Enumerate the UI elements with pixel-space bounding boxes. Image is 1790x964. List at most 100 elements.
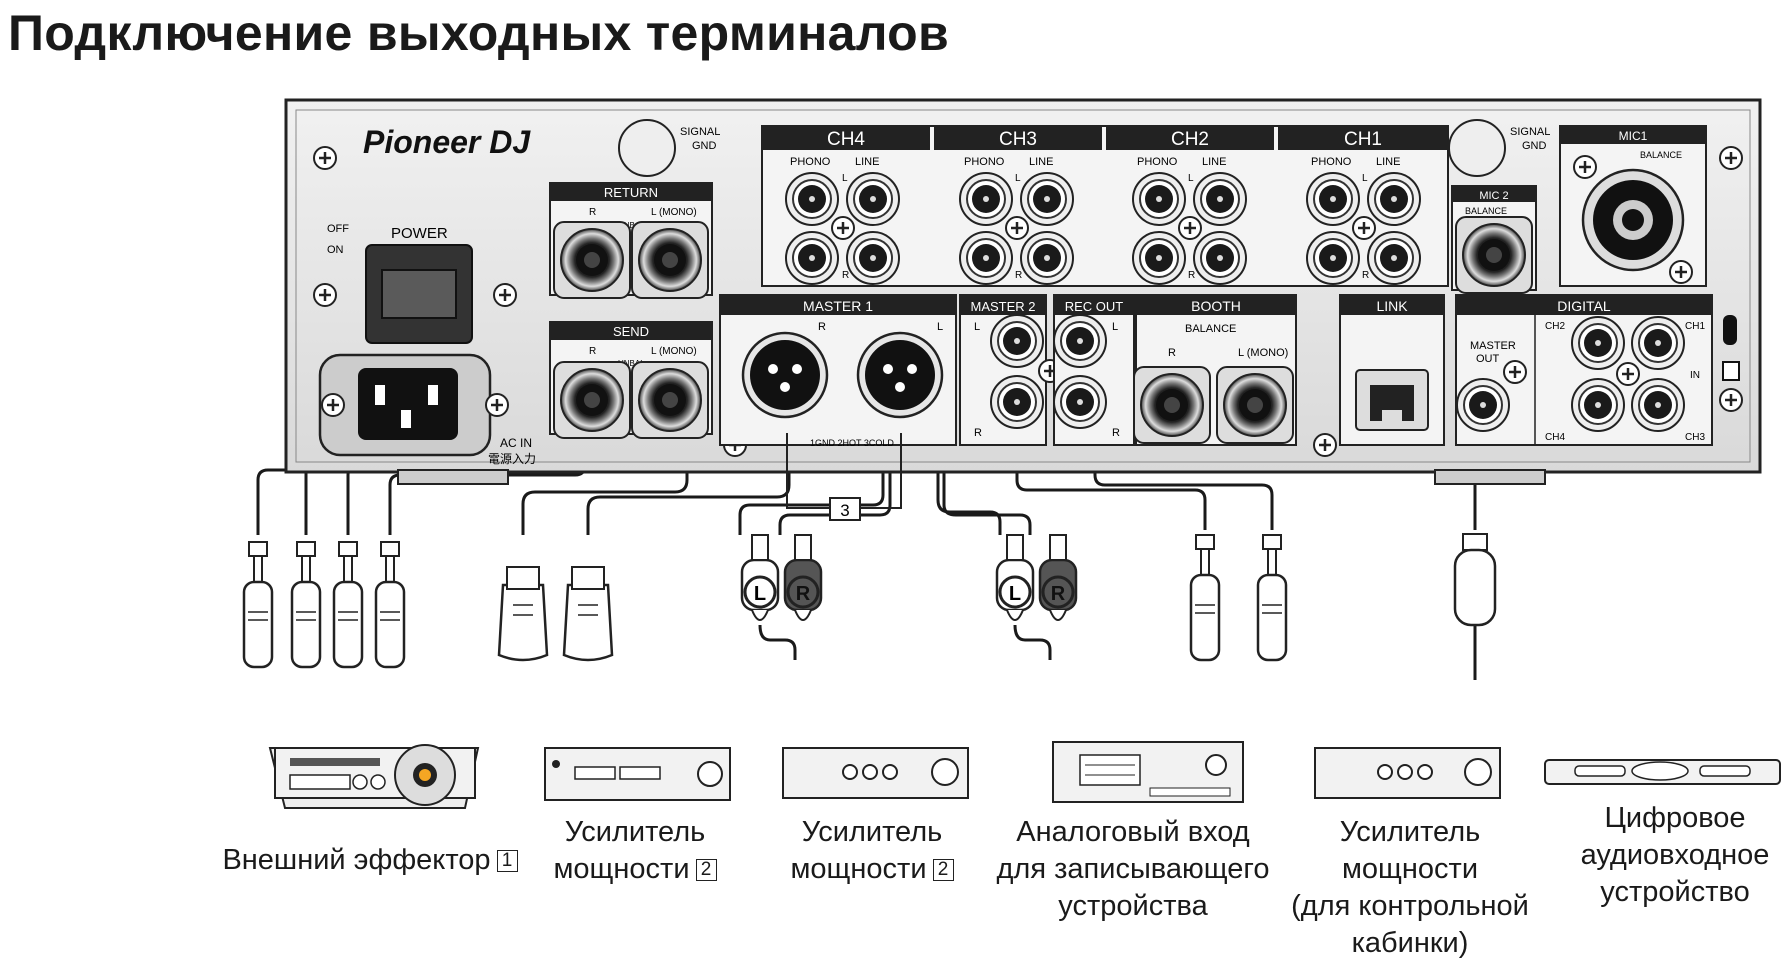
svg-text:LINE: LINE	[1029, 156, 1053, 168]
svg-text:REC OUT: REC OUT	[1065, 299, 1124, 314]
svg-text:L: L	[937, 321, 943, 333]
device-digital-input	[1544, 759, 1781, 785]
svg-text:PHONO: PHONO	[964, 156, 1005, 168]
svg-text:ON: ON	[327, 244, 344, 256]
device-amp-2	[782, 747, 969, 799]
svg-text:MASTER 2: MASTER 2	[970, 299, 1035, 314]
lock-icon	[1722, 361, 1740, 381]
rec-out-output: REC OUT L R	[1053, 294, 1135, 446]
kensington-slot-icon	[1723, 315, 1737, 345]
svg-text:L: L	[1009, 583, 1021, 605]
svg-text:1GND 2HOT 3COLD: 1GND 2HOT 3COLD	[810, 438, 894, 448]
power-switch: OFF ON POWER	[327, 223, 473, 344]
device-effector	[268, 744, 480, 809]
master2-output: MASTER 2 L R	[959, 294, 1047, 446]
svg-text:BALANCE: BALANCE	[1465, 206, 1507, 216]
svg-text:L: L	[1015, 173, 1021, 184]
svg-text:R: R	[1051, 583, 1066, 605]
ac-inlet: AC IN 電源入力	[318, 353, 536, 466]
svg-text:L (MONO): L (MONO)	[651, 346, 697, 357]
svg-text:CH1: CH1	[1344, 129, 1382, 150]
page-title: Подключение выходных терминалов	[8, 5, 950, 61]
svg-text:L: L	[1112, 321, 1118, 333]
svg-text:R: R	[974, 427, 982, 439]
cable-recout-r	[942, 352, 1032, 535]
rca-plug-pair-master2: L R	[740, 534, 823, 621]
channel-inputs: CH4 PHONO LINE L R CH3 PHONO LINE L R	[761, 125, 1449, 287]
svg-text:電源入力: 電源入力	[488, 452, 536, 466]
svg-text:SEND: SEND	[613, 324, 649, 339]
svg-text:R: R	[1362, 270, 1369, 281]
mic1-input: MIC1 BALANCE	[1559, 125, 1707, 287]
digital-section: DIGITAL MASTER OUT CH2 CH1 CH4 CH3 IN	[1455, 294, 1713, 446]
ch4-input: CH4 PHONO LINE L R	[762, 126, 930, 285]
svg-text:SIGNAL: SIGNAL	[680, 126, 720, 138]
svg-text:LINE: LINE	[1202, 156, 1226, 168]
svg-text:L: L	[842, 173, 848, 184]
svg-text:L (MONO): L (MONO)	[1238, 347, 1288, 359]
device-amp-3	[1314, 747, 1501, 799]
svg-text:R: R	[589, 207, 596, 218]
svg-text:R: R	[1112, 427, 1120, 439]
device-amp-1	[544, 747, 731, 801]
svg-text:L: L	[754, 583, 766, 605]
ch1-input: CH1 PHONO LINE L R	[1278, 126, 1448, 285]
note-2-marker: 2	[932, 859, 954, 882]
ch3-input: CH3 PHONO LINE L R	[934, 126, 1102, 285]
svg-text:PHONO: PHONO	[790, 156, 831, 168]
svg-text:R: R	[1168, 347, 1176, 359]
signal-gnd-left-icon	[618, 119, 676, 177]
caption-digital-input: Цифровое аудиовходное устройство	[1580, 802, 1770, 908]
return-section: RETURN R L (MONO) UNBAL	[549, 182, 713, 299]
svg-text:LINE: LINE	[855, 156, 879, 168]
svg-text:R: R	[1015, 270, 1022, 281]
svg-text:GND: GND	[692, 140, 717, 152]
svg-text:L: L	[1362, 173, 1368, 184]
rear-panel: Pioneer DJ SIGNAL GND SIGNAL GND OFF ON …	[284, 98, 1762, 485]
plugs: L R L R	[242, 533, 1497, 669]
mic2-input: MIC 2 BALANCE	[1451, 185, 1537, 294]
svg-text:AC IN: AC IN	[500, 436, 532, 450]
svg-text:3: 3	[840, 501, 849, 520]
svg-text:L (MONO): L (MONO)	[651, 207, 697, 218]
svg-text:MASTER: MASTER	[1470, 340, 1516, 352]
brand-logo: Pioneer DJ	[363, 124, 531, 160]
svg-text:CH4: CH4	[827, 129, 865, 150]
rca-plug-pair-recout: L R	[995, 534, 1078, 621]
svg-text:R: R	[796, 583, 811, 605]
cable-master1-r	[521, 350, 689, 535]
svg-text:R: R	[818, 321, 826, 333]
svg-text:LINK: LINK	[1376, 298, 1408, 314]
caption-recorder: Аналоговый вход для записывающего устрой…	[996, 816, 1270, 922]
link-port: LINK	[1339, 294, 1445, 446]
svg-text:R: R	[842, 270, 849, 281]
svg-text:R: R	[1188, 270, 1195, 281]
svg-text:PHONO: PHONO	[1311, 156, 1352, 168]
signal-gnd-right-icon	[1448, 119, 1506, 177]
svg-text:L: L	[1188, 173, 1194, 184]
cable-booth-l	[1093, 350, 1274, 530]
caption-amp-3: Усилитель мощности (для контрольной каби…	[1291, 816, 1529, 959]
svg-text:MASTER 1: MASTER 1	[803, 298, 873, 314]
svg-text:CH4: CH4	[1545, 432, 1565, 443]
ch2-input: CH2 PHONO LINE L R	[1106, 126, 1274, 285]
svg-text:BALANCE: BALANCE	[1640, 150, 1682, 160]
svg-text:BALANCE: BALANCE	[1185, 323, 1236, 335]
svg-text:OFF: OFF	[327, 223, 349, 235]
cable-master2-l	[738, 300, 885, 535]
svg-text:SIGNAL: SIGNAL	[1510, 126, 1550, 138]
svg-text:L: L	[974, 321, 980, 333]
svg-text:CH1: CH1	[1685, 321, 1705, 332]
svg-text:CH3: CH3	[999, 129, 1037, 150]
cable-recout-l	[936, 300, 1002, 535]
note-2-marker: 2	[695, 859, 717, 882]
svg-text:POWER: POWER	[391, 225, 448, 242]
svg-text:CH2: CH2	[1171, 129, 1209, 150]
svg-text:MIC1: MIC1	[1619, 129, 1648, 143]
svg-text:BOOTH: BOOTH	[1191, 298, 1241, 314]
svg-text:UNBAL: UNBAL	[618, 359, 645, 368]
